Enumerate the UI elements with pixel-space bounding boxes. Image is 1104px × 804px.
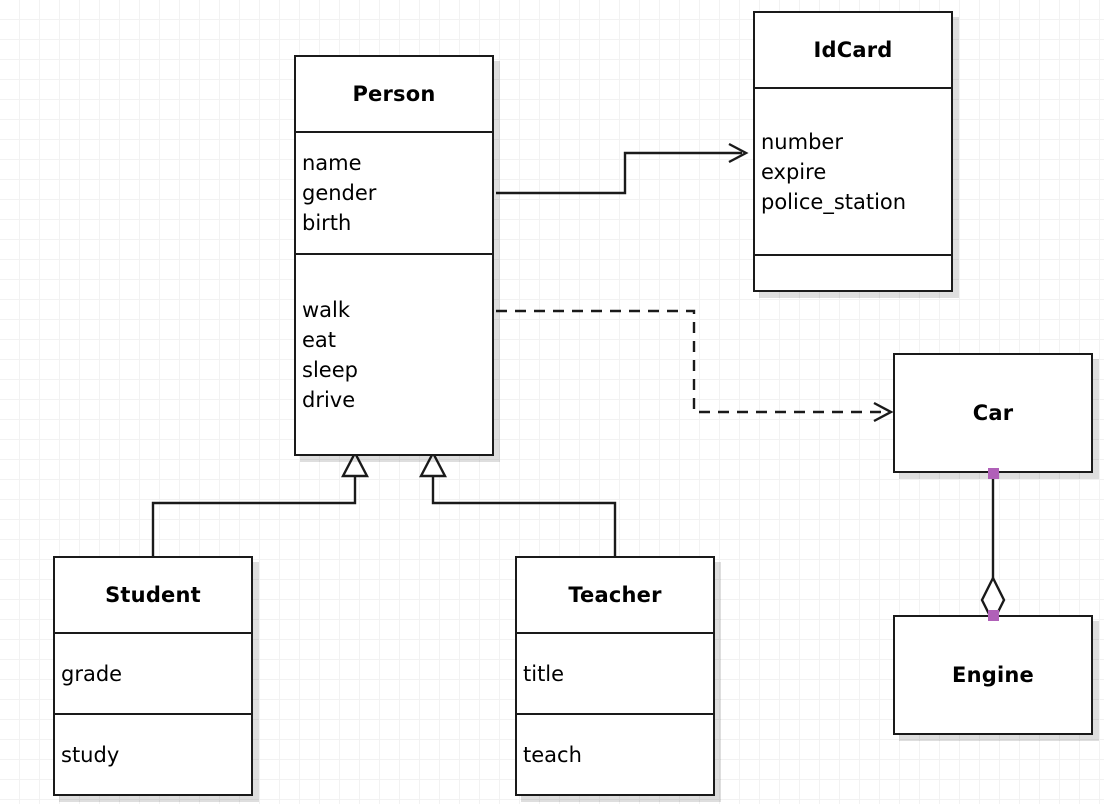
attribute-item: grade	[61, 661, 123, 686]
class-title-student: Student	[105, 583, 201, 607]
class-title-idcard: IdCard	[813, 38, 893, 62]
class-title-engine: Engine	[952, 663, 1034, 687]
class-title-car: Car	[972, 401, 1014, 425]
class-attributes-idcard: number expire police_station	[755, 87, 951, 254]
class-methods-teacher: teach	[517, 713, 713, 794]
method-item: teach	[523, 742, 582, 767]
class-box-person[interactable]: Person name gender birth walk eat sleep …	[294, 55, 494, 456]
class-box-car[interactable]: Car	[893, 353, 1093, 473]
class-attributes-person: name gender birth	[296, 131, 492, 253]
edge-teacher-person[interactable]	[419, 450, 617, 557]
method-item: drive	[302, 387, 356, 412]
attribute-item: name	[302, 151, 362, 175]
class-box-student[interactable]: Student grade study	[53, 556, 253, 796]
method-item: study	[61, 742, 120, 767]
class-box-engine[interactable]: Engine	[893, 615, 1093, 735]
edge-student-person[interactable]	[151, 450, 369, 557]
method-item: eat	[302, 327, 337, 352]
attribute-item: expire	[761, 159, 827, 184]
attribute-item: title	[523, 661, 565, 686]
class-box-teacher[interactable]: Teacher title teach	[515, 556, 715, 796]
connector-handle-car[interactable]	[988, 468, 999, 479]
attribute-item: birth	[302, 211, 352, 235]
connector-handle-engine[interactable]	[988, 610, 999, 621]
edge-person-idcard[interactable]	[496, 142, 749, 195]
class-attributes-teacher: title	[517, 632, 713, 713]
edge-person-car[interactable]	[496, 309, 894, 423]
class-methods-person: walk eat sleep drive	[296, 253, 492, 454]
class-methods-student: study	[55, 713, 251, 794]
attribute-item: gender	[302, 181, 377, 205]
class-title-person: Person	[352, 82, 436, 106]
class-title-teacher: Teacher	[568, 583, 662, 607]
attribute-item: police_station	[761, 189, 907, 214]
method-item: walk	[302, 297, 351, 322]
edge-car-engine[interactable]	[980, 473, 1006, 625]
class-methods-idcard	[755, 254, 951, 290]
class-attributes-student: grade	[55, 632, 251, 713]
method-item: sleep	[302, 357, 358, 382]
class-box-idcard[interactable]: IdCard number expire police_station	[753, 11, 953, 292]
attribute-item: number	[761, 129, 843, 154]
